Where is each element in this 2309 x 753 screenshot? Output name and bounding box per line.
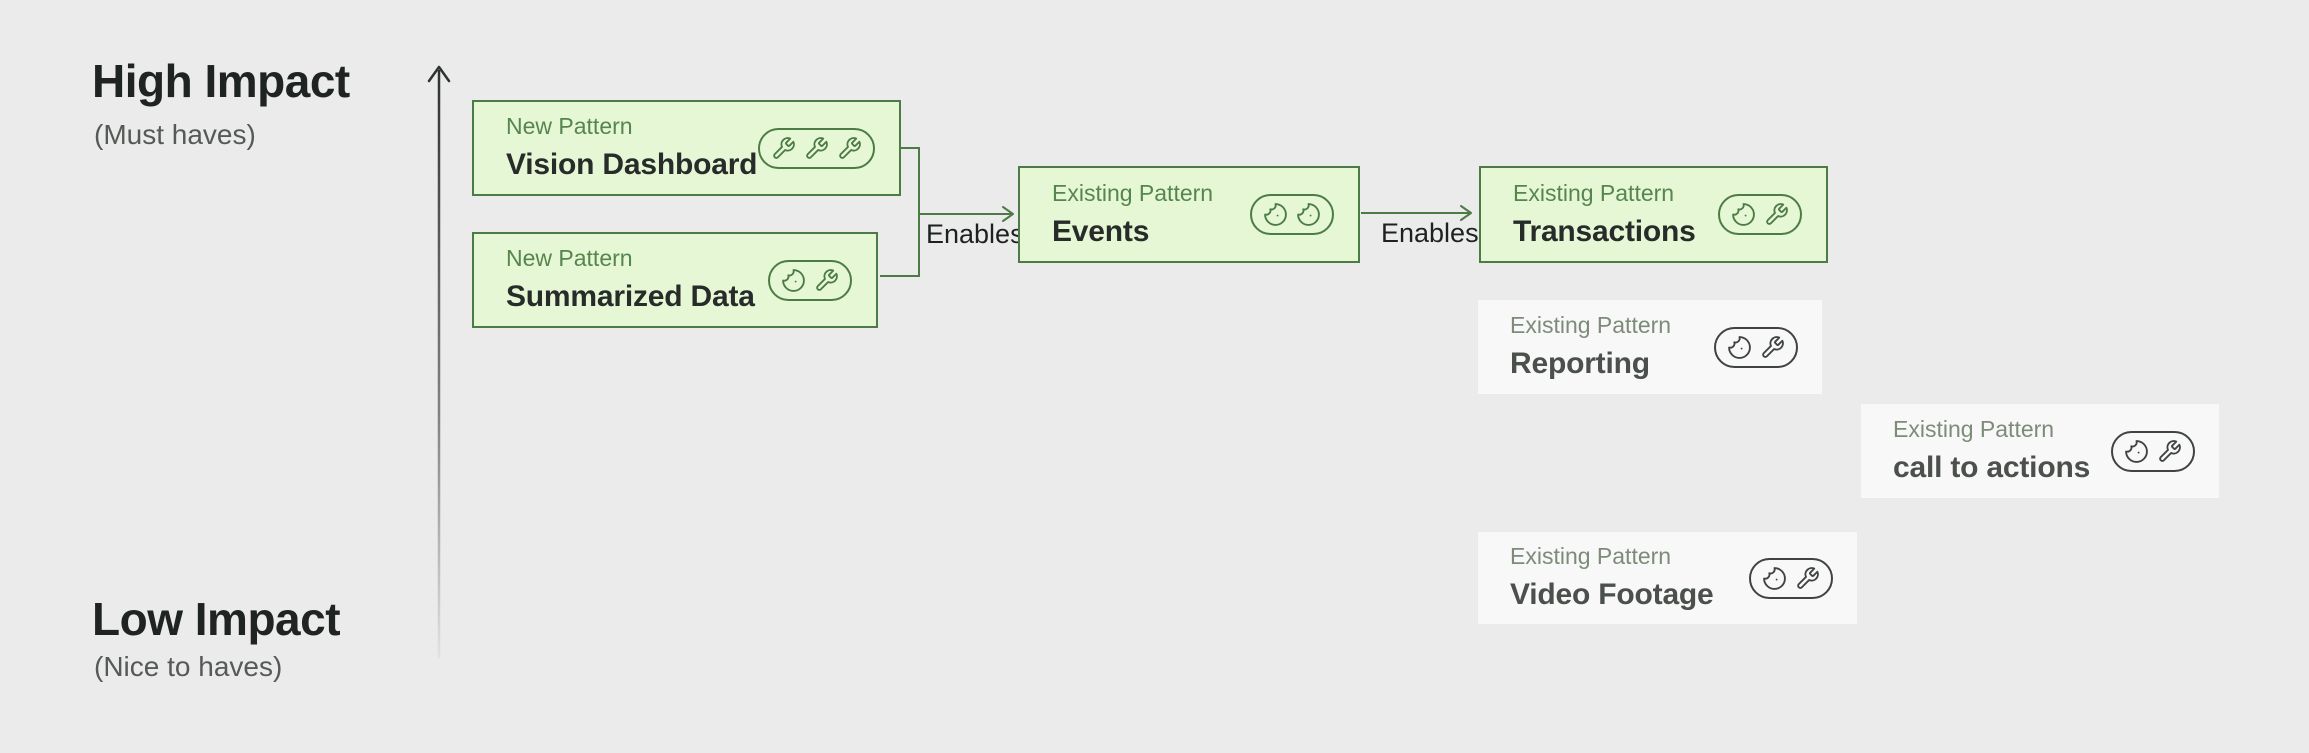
pattern-type-label: Existing Pattern: [1052, 179, 1214, 206]
enables-label-1: Enables: [926, 219, 1024, 249]
effort-badge: [1714, 326, 1798, 368]
pattern-type-label: New Pattern: [506, 245, 633, 272]
wrench-icon: [1764, 202, 1789, 227]
card-title: call to actions: [1893, 451, 2091, 485]
card-title: Reporting: [1510, 347, 1650, 381]
cookie-icon: [2124, 439, 2149, 464]
card-title: Vision Dashboard: [506, 148, 758, 182]
high-impact-label: High Impact: [92, 55, 350, 107]
high-impact-sublabel: (Must haves): [94, 119, 256, 150]
card-transactions[interactable]: Existing Pattern Transactions: [1479, 166, 1828, 263]
effort-badge: [768, 259, 852, 301]
enables-label-2: Enables: [1381, 218, 1479, 248]
card-video-footage[interactable]: Existing Pattern Video Footage: [1478, 532, 1857, 624]
card-title: Events: [1052, 214, 1150, 248]
card-events[interactable]: Existing Pattern Events: [1018, 166, 1360, 263]
cookie-icon: [781, 268, 806, 293]
impact-axis-arrow: [427, 65, 451, 658]
effort-badge: [2111, 430, 2195, 472]
wrench-icon: [771, 136, 796, 161]
pattern-type-label: Existing Pattern: [1510, 543, 1672, 570]
card-reporting[interactable]: Existing Pattern Reporting: [1478, 300, 1822, 394]
pattern-type-label: Existing Pattern: [1513, 179, 1675, 206]
card-title: Video Footage: [1510, 578, 1714, 612]
wrench-icon: [1795, 566, 1820, 591]
pattern-type-label: Existing Pattern: [1510, 312, 1672, 339]
cookie-icon: [1762, 566, 1787, 591]
wrench-icon: [814, 268, 839, 293]
wrench-icon: [804, 136, 829, 161]
low-impact-label: Low Impact: [92, 593, 341, 645]
card-summarized-data[interactable]: New Pattern Summarized Data: [472, 232, 878, 328]
card-vision-dashboard[interactable]: New Pattern Vision Dashboard: [472, 100, 901, 196]
cookie-icon: [1296, 202, 1321, 227]
connector-enables-1[interactable]: [880, 147, 1014, 277]
wrench-icon: [2157, 439, 2182, 464]
wrench-icon: [1760, 335, 1785, 360]
effort-badge: [1250, 194, 1334, 235]
low-impact-sublabel: (Nice to haves): [94, 651, 283, 682]
wrench-icon: [837, 136, 862, 161]
pattern-type-label: Existing Pattern: [1893, 416, 2055, 443]
card-title: Summarized Data: [506, 280, 755, 314]
effort-badge: [1718, 194, 1802, 235]
pattern-type-label: New Pattern: [506, 113, 633, 140]
cookie-icon: [1263, 202, 1288, 227]
effort-badge: [1749, 557, 1833, 599]
effort-badge: [758, 127, 875, 169]
cookie-icon: [1727, 335, 1752, 360]
card-call-to-actions[interactable]: Existing Pattern call to actions: [1861, 404, 2219, 498]
cookie-icon: [1731, 202, 1756, 227]
connector-enables-2[interactable]: [1361, 205, 1472, 221]
card-title: Transactions: [1513, 214, 1696, 248]
